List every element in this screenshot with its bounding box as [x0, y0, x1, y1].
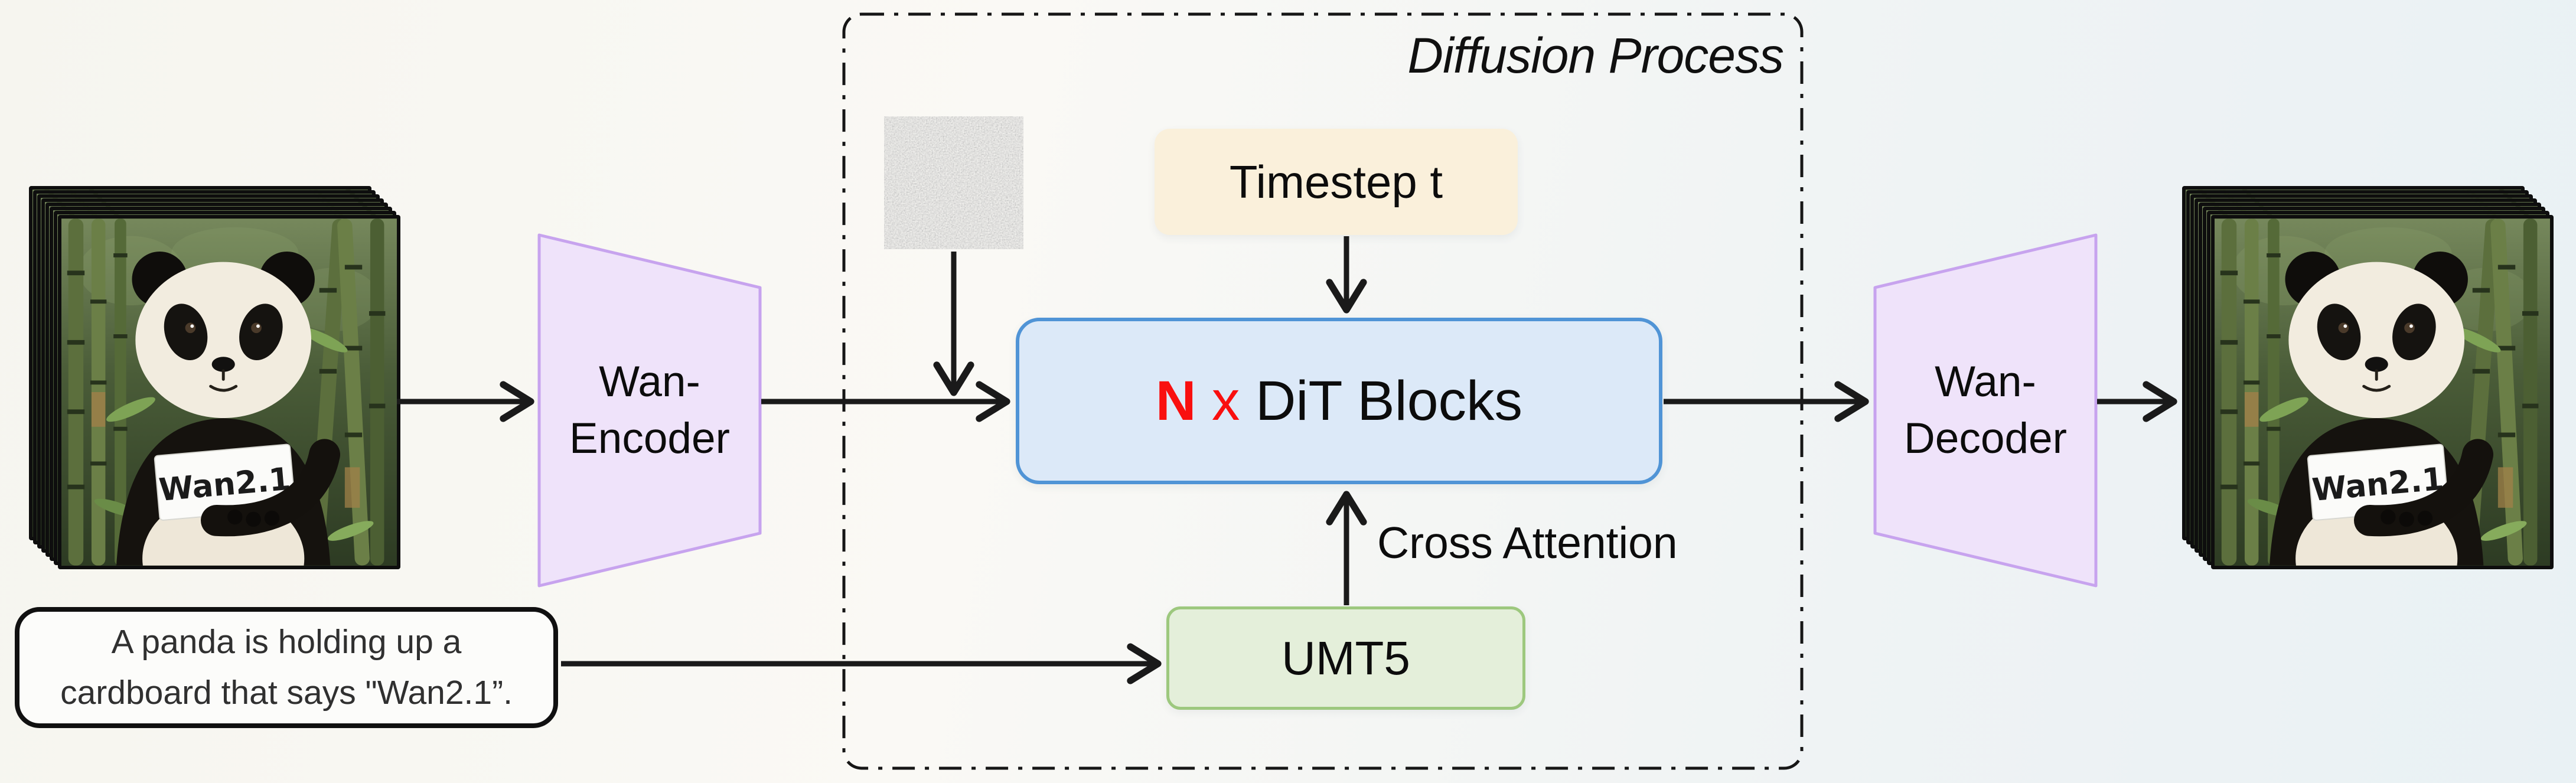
dit-times-label: x: [1196, 369, 1256, 432]
wan-encoder-line2: Encoder: [569, 415, 730, 462]
timestep-label: Timestep t: [1229, 155, 1443, 208]
video-frame-front: [2211, 215, 2554, 569]
input-video-stack: [29, 186, 407, 576]
wan-encoder-label: Wan- Encoder: [537, 233, 762, 588]
output-video-stack: [2182, 186, 2560, 576]
dit-name-label: DiT Blocks: [1255, 369, 1523, 432]
noise-image: [884, 116, 1023, 249]
umt5-label: UMT5: [1282, 631, 1410, 684]
dit-blocks-box: N x DiT Blocks: [1016, 318, 1662, 484]
wan-decoder-line2: Decoder: [1904, 415, 2067, 462]
umt5-box: UMT5: [1166, 606, 1525, 710]
timestep-box: Timestep t: [1155, 129, 1518, 235]
cross-attention-label: Cross Attention: [1377, 518, 1678, 567]
prompt-line1: A panda is holding up a: [111, 623, 462, 661]
diffusion-process-label: Diffusion Process: [1407, 28, 1784, 83]
dit-count-label: N: [1155, 369, 1196, 432]
prompt-line2: cardboard that says "Wan2.1”.: [60, 673, 513, 712]
video-frame-front: [58, 215, 400, 569]
wan-decoder-label: Wan- Decoder: [1873, 233, 2098, 588]
prompt-box: A panda is holding up a cardboard that s…: [15, 607, 558, 728]
wan-decoder-line1: Wan-: [1935, 357, 2036, 406]
wan-encoder-line1: Wan-: [599, 357, 700, 406]
